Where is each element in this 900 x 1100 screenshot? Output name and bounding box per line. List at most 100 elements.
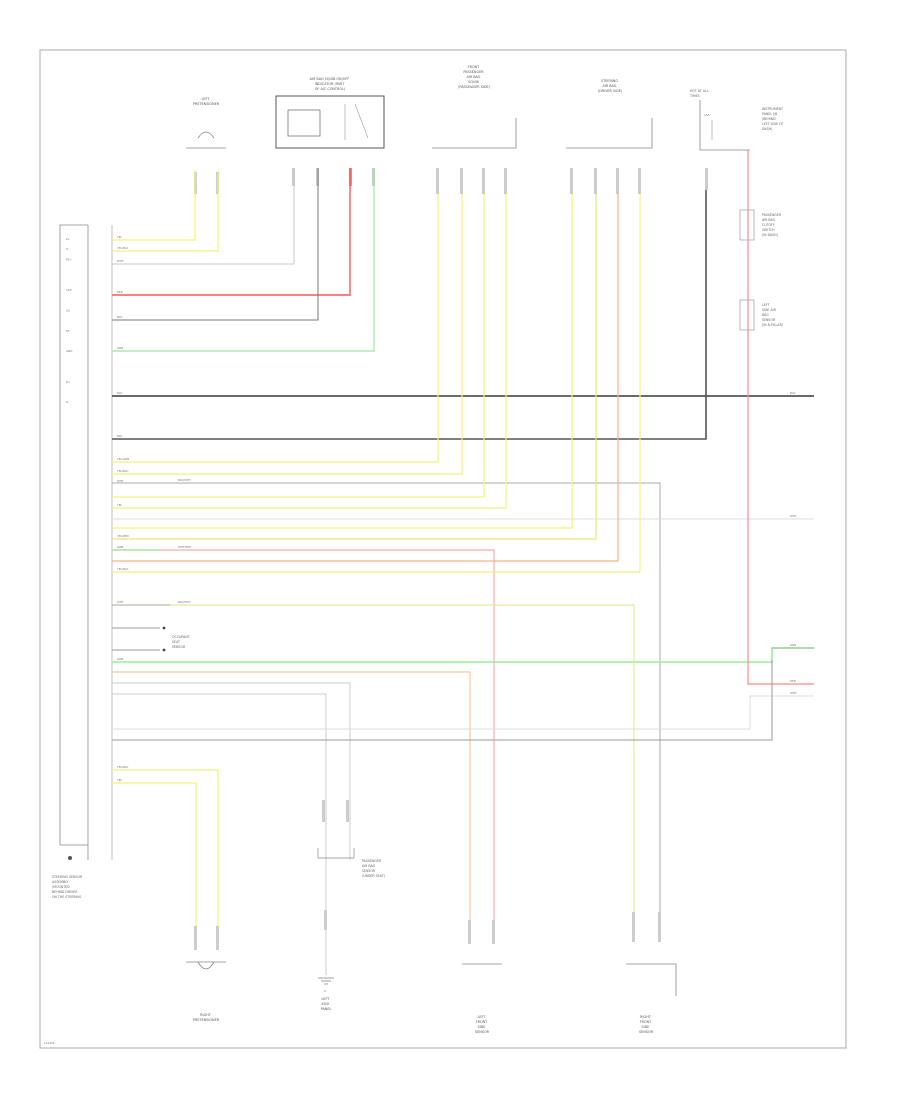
wire-gry-4 — [112, 693, 327, 860]
wire-label: YEL/BLK — [117, 765, 128, 769]
wire-wht-3 — [112, 695, 814, 730]
offpage-ref: GRN — [790, 643, 796, 647]
wire-label: WHT — [117, 479, 124, 483]
seat-sensor-note: OCCUPANT SEAT SENSOR — [162, 626, 191, 652]
wire-blk-1 — [112, 168, 319, 321]
offpage-ref: WHT — [790, 514, 797, 518]
mid-connector: PASSENGER AIR BAG SENSOR (UNDER SEAT) — [317, 800, 385, 975]
wire-label: WHT/RED — [178, 545, 191, 549]
wire-yel-3 — [112, 194, 439, 463]
offpage-ref: RED — [790, 679, 796, 683]
wire-yel-11 — [112, 769, 219, 950]
wire-blk-long-2 — [112, 190, 707, 440]
module-pin-label: RF — [66, 329, 70, 333]
offpage-ref: BLK — [790, 391, 795, 395]
left-pretensioner: LEFT PRETENSIONER — [186, 97, 226, 194]
diagram-frame — [39, 49, 847, 1049]
right-pretensioner: RIGHT PRETENSIONER — [186, 926, 226, 1022]
wire-yel-8 — [112, 194, 597, 540]
wire-yel-1 — [112, 170, 196, 241]
module-pin-labels: P+ P- P2+ VSP SIL RF GND D+ D- — [66, 237, 72, 404]
wire-yel-2 — [112, 170, 219, 252]
wire-label: BLK/WHT — [178, 478, 191, 482]
airbag-module: P+ P- P2+ VSP SIL RF GND D+ D- STEERING SENSOR A… — [52, 224, 113, 899]
wire-yel-12 — [112, 782, 197, 950]
wire-org-1 — [112, 194, 619, 562]
steering-airbag: STEERING AIR BAG (DRIVER SIDE) — [566, 79, 653, 194]
offpage-ref: WHT — [790, 691, 797, 695]
wire-gry-1 — [112, 482, 661, 940]
fuse-side-label: INSTRUMENT PANEL J/B (BEHIND LEFT SIDE O… — [762, 107, 784, 131]
wire-label: YEL/GRN — [117, 457, 129, 461]
switch-module-label: AIR BAG SQUIB ON/OFF INDICATOR (PART OF … — [310, 77, 351, 91]
wire-label: BLK/WHT — [178, 600, 191, 604]
svg-text:15A: 15A — [704, 113, 710, 117]
fuse-block: HOT AT ALL TIMES 15A INSTRUMENT PANEL J/… — [689, 89, 784, 190]
front-passenger-squib-label: FRONT PASSENGER AIR BAG SQUIB (PASSENGER… — [458, 65, 491, 89]
wire-label: RED — [117, 290, 123, 294]
wire-label: YEL/BLK — [117, 246, 128, 250]
right-front-side-sensor-label: RIGHT FRONT SIDE SENSOR — [639, 1015, 654, 1034]
right-front-side-sensor: RIGHT FRONT SIDE SENSOR — [626, 912, 677, 1034]
wire-label: YEL — [117, 235, 122, 239]
seat-sensor-label: OCCUPANT SEAT SENSOR — [172, 635, 191, 649]
right-pretensioner-label: RIGHT PRETENSIONER — [193, 1013, 220, 1022]
front-passenger-squib: FRONT PASSENGER AIR BAG SQUIB (PASSENGER… — [432, 65, 517, 194]
left-front-side-sensor-label: LEFT FRONT SIDE SENSOR — [475, 1015, 490, 1034]
wire-yel-5 — [112, 194, 485, 498]
fuse-block-label: HOT AT ALL TIMES — [689, 89, 710, 98]
mid-connector-label: PASSENGER AIR BAG SENSOR (UNDER SEAT) — [362, 859, 385, 878]
wire-label: GRN — [117, 346, 123, 350]
left-front-side-sensor: LEFT FRONT SIDE SENSOR — [462, 920, 502, 1034]
ground-label: LEFT KICK PANEL — [321, 997, 332, 1011]
switch-module: AIR BAG SQUIB ON/OFF INDICATOR (PART OF … — [275, 77, 385, 186]
connector-b-label: LEFT SIDE AIR BAG SENSOR (IN B-PILLAR) — [762, 303, 783, 327]
wire-label: BLK — [117, 391, 122, 395]
wire-label: BLK — [117, 315, 122, 319]
connector-a-label: PASSENGER AIR BAG CUTOFF SWITCH (IN DASH… — [762, 213, 782, 237]
wire-label: YEL/RED — [117, 534, 129, 538]
wires — [112, 150, 814, 950]
module-pin-label: D- — [66, 400, 69, 404]
wire-red-2 — [112, 549, 495, 940]
wire-red-3 — [747, 150, 814, 685]
wire-red-1 — [112, 168, 351, 296]
wire-org-2 — [112, 671, 471, 940]
wire-label: YEL — [117, 778, 122, 782]
wire-yel-7 — [112, 194, 573, 529]
module-mount-dot — [68, 856, 72, 860]
wire-yel-9 — [112, 194, 641, 573]
ground-symbol-label: G — [324, 989, 326, 993]
module-pin-label: VSP — [66, 288, 72, 292]
airbag-module-label: STEERING SENSOR ASSEMBLY (MOUNTED BEHIND… — [52, 875, 83, 899]
ground-point: G LEFT KICK PANEL — [318, 977, 334, 1011]
module-pin-label: D+ — [66, 380, 71, 384]
wire-wht-1 — [112, 168, 295, 265]
wire-yel-6 — [112, 194, 507, 509]
module-pin-label: P2+ — [66, 257, 72, 261]
module-pin-label: P+ — [66, 237, 71, 241]
wire-label: WHT — [117, 600, 124, 604]
wire-grn-3 — [112, 647, 814, 663]
wire-label: WHT — [117, 259, 124, 263]
wire-labels: YEL YEL/BLK WHT RED BLK GRN BLK BLK YEL/… — [117, 235, 191, 782]
wire-gry-3 — [112, 682, 351, 860]
wire-yel-10 — [112, 604, 635, 940]
module-pin-label: P- — [66, 247, 69, 251]
wire-label: GRN — [117, 657, 123, 661]
wire-label: BLK — [117, 434, 122, 438]
wire-label: GRN — [117, 545, 123, 549]
wire-label: YEL/BLK — [117, 567, 128, 571]
wire-grn-1 — [112, 168, 375, 352]
module-pin-label: SIL — [66, 308, 71, 312]
left-pretensioner-label: LEFT PRETENSIONER — [193, 97, 220, 106]
wire-label: YEL — [117, 503, 122, 507]
connector-b: LEFT SIDE AIR BAG SENSOR (IN B-PILLAR) — [739, 299, 783, 331]
steering-airbag-label: STEERING AIR BAG (DRIVER SIDE) — [598, 79, 623, 93]
wire-gry-5 — [112, 660, 773, 741]
wire-yel-4 — [112, 194, 463, 475]
connector-a: PASSENGER AIR BAG CUTOFF SWITCH (IN DASH… — [739, 209, 782, 241]
module-pin-label: GND — [66, 349, 72, 353]
offpage-refs: BLK WHT GRN RED WHT — [790, 391, 797, 695]
